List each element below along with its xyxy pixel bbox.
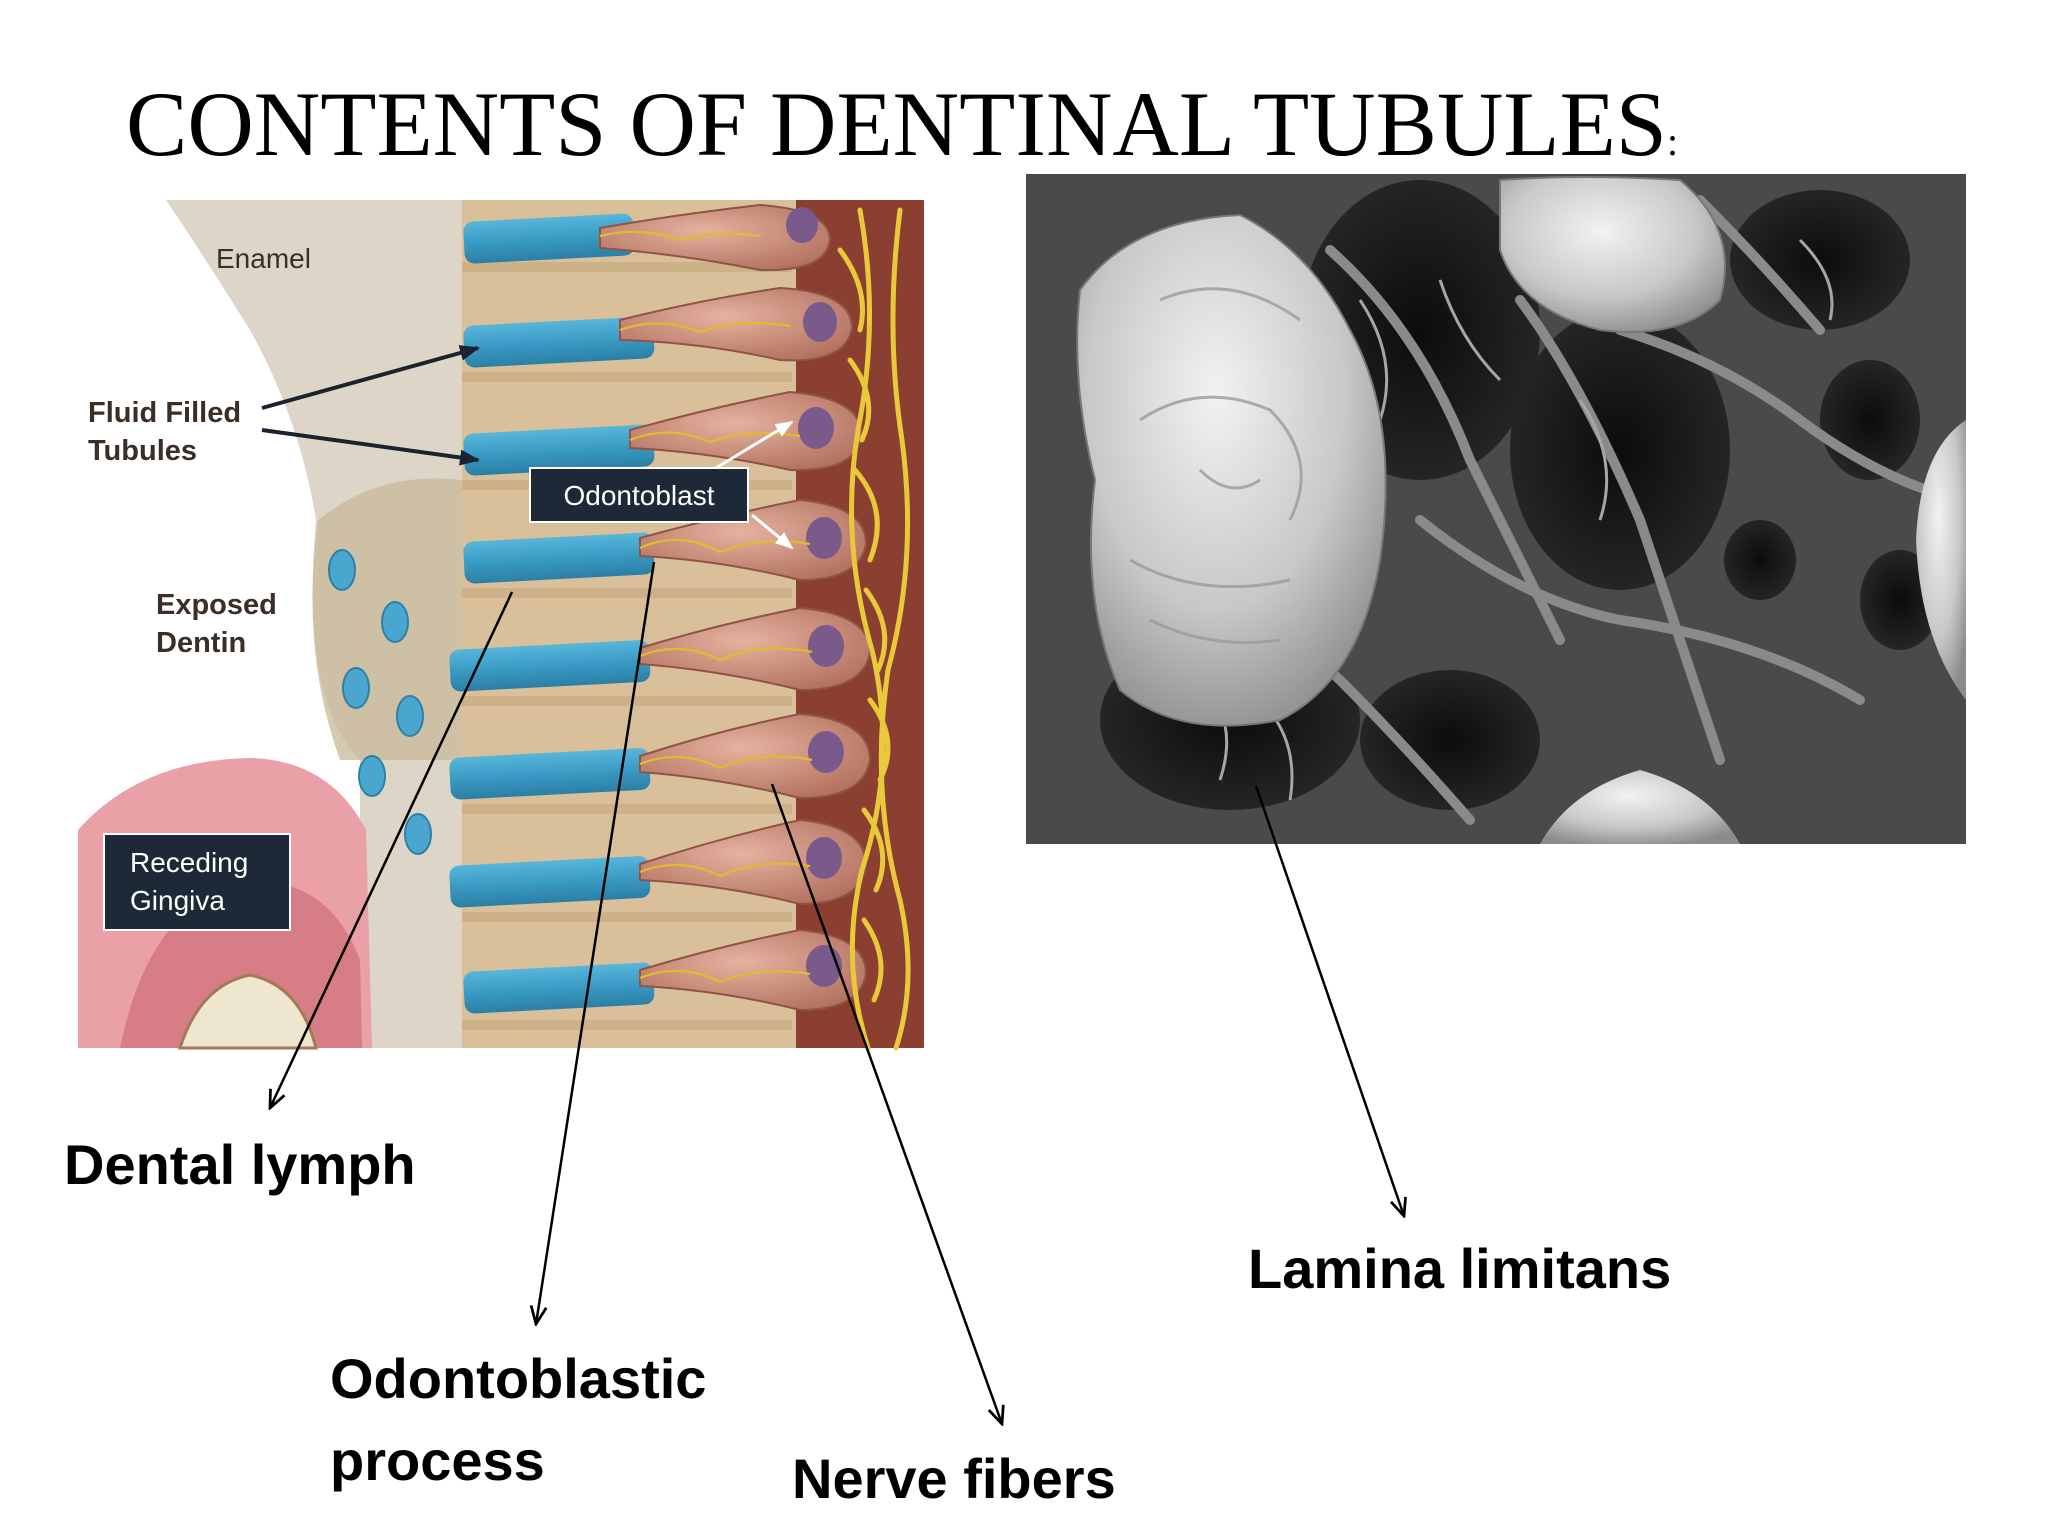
sem-cell-texture xyxy=(1129,287,1303,644)
lamina-limitans-arrow xyxy=(1254,785,1404,1216)
odontoblastic-process-arrow xyxy=(536,561,656,1324)
nerve-fibers xyxy=(837,207,911,1051)
sem-main-cell xyxy=(1076,213,1387,727)
fluid-filled-pointer xyxy=(261,345,480,410)
receding-gingiva-label-box: Receding Gingiva xyxy=(103,833,291,931)
slide-title: CONTENTS OF DENTINAL TUBULES: xyxy=(126,78,1678,170)
sem-fibers xyxy=(1175,195,1965,825)
odontoblast-label-box: Odontoblast xyxy=(529,467,749,523)
slide-title-colon: : xyxy=(1666,119,1679,164)
odontoblast-cell xyxy=(639,818,868,906)
tubule xyxy=(449,748,651,800)
odontoblastic-process-label-line2: process xyxy=(330,1429,545,1492)
dental-lymph-arrow xyxy=(270,591,514,1108)
tubule xyxy=(463,532,655,584)
odontoblastic-process-label-line1: Odontoblastic xyxy=(330,1347,706,1410)
sem-micrograph xyxy=(1026,174,1966,844)
odontoblast-pointer xyxy=(715,420,794,470)
exposed-dentin-label-line1: Exposed xyxy=(156,589,277,621)
nerve-fibers-arrow xyxy=(770,783,1002,1424)
sem-upper-cell xyxy=(1499,176,1726,333)
odontoblast-pointer xyxy=(751,513,794,550)
tubule xyxy=(463,316,655,368)
dental-lymph-label: Dental lymph xyxy=(64,1133,416,1196)
tubule xyxy=(449,856,651,908)
exposed-dentin-label-line2: Dentin xyxy=(156,627,246,659)
bone-region xyxy=(177,973,318,1050)
fluid-droplets xyxy=(328,549,432,855)
sem-bottom-cell xyxy=(1540,770,1740,844)
slide-title-text: CONTENTS OF DENTINAL TUBULES xyxy=(126,73,1667,175)
tubule xyxy=(463,424,655,476)
receding-gingiva-label-line1: Receding xyxy=(130,847,248,878)
tubule xyxy=(463,213,635,264)
fluid-filled-label-line1: Fluid Filled xyxy=(88,397,241,429)
sem-edge-cell xyxy=(1916,420,1966,700)
nerve-fibers-label: Nerve fibers xyxy=(792,1447,1116,1510)
lamina-limitans-label: Lamina limitans xyxy=(1248,1237,1671,1300)
callout-arrows xyxy=(270,561,1404,1424)
dentinal-tubules xyxy=(449,213,655,1014)
fluid-filled-label-line2: Tubules xyxy=(88,435,197,467)
odontoblast-cell xyxy=(639,712,872,800)
odontoblast-label: Odontoblast xyxy=(564,480,715,511)
tooth-illustration: Enamel Fluid Filled Tubules Exposed Dent… xyxy=(78,200,924,1051)
fluid-filled-pointer xyxy=(261,428,480,466)
tubule xyxy=(463,962,655,1014)
sem-holes xyxy=(1100,180,1940,810)
nerve-fiber-branches xyxy=(599,230,813,984)
receding-gingiva-label-line2: Gingiva xyxy=(130,885,225,916)
enamel-label: Enamel xyxy=(216,243,311,274)
tubule xyxy=(449,640,651,692)
odontoblast-cell xyxy=(599,203,832,272)
